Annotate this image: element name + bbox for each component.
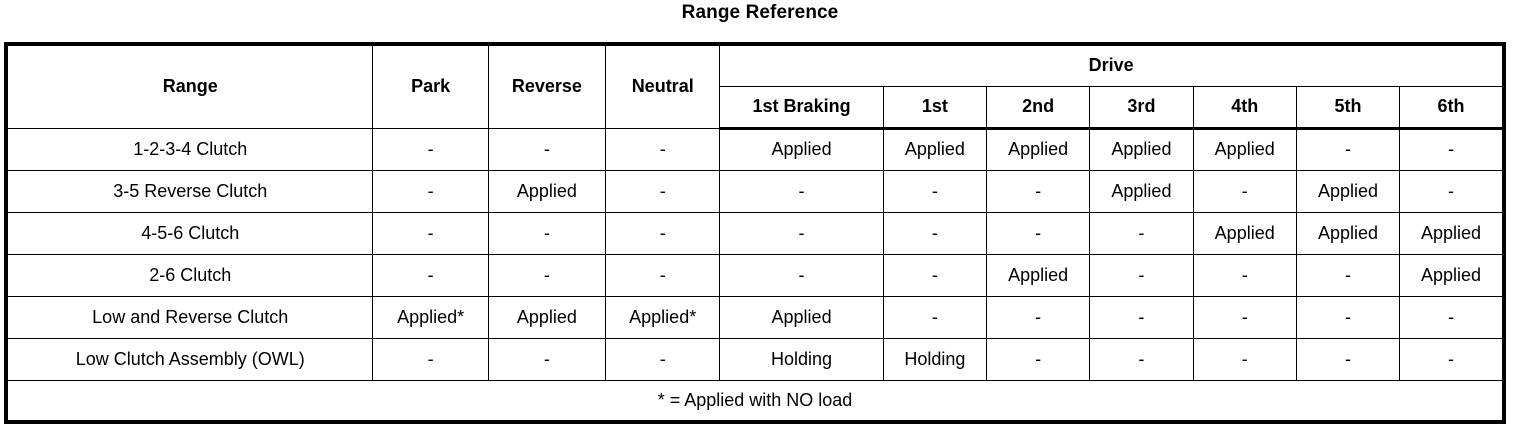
table-row: Low and Reverse Clutch Applied* Applied … — [5, 295, 1505, 339]
cell-neutral: - — [605, 253, 721, 297]
cell-1st-braking: - — [719, 211, 884, 255]
cell-park: - — [372, 169, 489, 213]
cell-park: - — [372, 253, 489, 297]
cell-4th: - — [1192, 169, 1297, 213]
cell-6th: - — [1399, 295, 1505, 339]
cell-4th: - — [1192, 337, 1297, 381]
cell-1st-braking: - — [719, 169, 884, 213]
column-group-header-drive: Drive — [719, 43, 1505, 87]
column-header-park: Park — [372, 43, 489, 129]
cell-5th: - — [1295, 127, 1401, 171]
cell-5th: - — [1295, 295, 1401, 339]
cell-neutral: - — [605, 127, 721, 171]
column-header-range: Range — [5, 43, 374, 129]
cell-3rd: Applied — [1089, 127, 1194, 171]
cell-park: - — [372, 211, 489, 255]
cell-neutral: Applied* — [605, 295, 721, 339]
cell-1st: - — [882, 295, 988, 339]
cell-3rd: - — [1089, 337, 1194, 381]
cell-5th: - — [1295, 337, 1401, 381]
cell-reverse: - — [487, 127, 607, 171]
cell-neutral: - — [605, 211, 721, 255]
column-header-5th: 5th — [1295, 85, 1401, 130]
cell-1st-braking: Applied — [719, 295, 884, 339]
cell-park: - — [372, 337, 489, 381]
footnote-text: * = Applied with NO load — [5, 379, 1505, 423]
table-row: 3-5 Reverse Clutch - Applied - - - - App… — [5, 169, 1505, 213]
cell-reverse: - — [487, 211, 607, 255]
cell-6th: - — [1399, 169, 1505, 213]
cell-1st: - — [882, 211, 988, 255]
column-header-reverse: Reverse — [487, 43, 607, 129]
column-header-6th: 6th — [1399, 85, 1505, 130]
column-header-2nd: 2nd — [986, 85, 1091, 130]
row-label: Low and Reverse Clutch — [5, 295, 374, 339]
header-row-drive-subcolumns: 1st Braking 1st 2nd 3rd 4th 5th 6th — [6, 85, 1505, 130]
column-header-neutral: Neutral — [605, 43, 721, 129]
cell-neutral: - — [605, 337, 721, 381]
cell-1st: - — [882, 253, 988, 297]
cell-neutral: - — [605, 169, 721, 213]
table-row: Low Clutch Assembly (OWL) - - - Holding … — [5, 337, 1505, 381]
cell-5th: Applied — [1295, 211, 1401, 255]
row-label: 3-5 Reverse Clutch — [5, 169, 374, 213]
cell-1st: Applied — [882, 127, 988, 171]
range-reference-table-container: Range Park Reverse Neutral Drive 1st Bra… — [4, 42, 1506, 424]
cell-3rd: - — [1089, 211, 1194, 255]
cell-5th: - — [1295, 253, 1401, 297]
cell-5th: Applied — [1295, 169, 1401, 213]
cell-6th: - — [1399, 127, 1505, 171]
cell-1st-braking: Applied — [719, 127, 884, 171]
cell-2nd: - — [986, 337, 1091, 381]
cell-4th: - — [1192, 295, 1297, 339]
cell-reverse: - — [487, 337, 607, 381]
cell-reverse: - — [487, 253, 607, 297]
column-header-1st: 1st — [882, 85, 988, 130]
cell-3rd: Applied — [1089, 169, 1194, 213]
cell-reverse: Applied — [487, 169, 607, 213]
cell-4th: Applied — [1192, 127, 1297, 171]
page-title: Range Reference — [681, 2, 839, 23]
cell-2nd: Applied — [986, 127, 1091, 171]
cell-6th: - — [1399, 337, 1505, 381]
cell-3rd: - — [1089, 295, 1194, 339]
cell-3rd: - — [1089, 253, 1194, 297]
row-label: 1-2-3-4 Clutch — [5, 127, 374, 171]
column-header-4th: 4th — [1192, 85, 1297, 130]
cell-6th: Applied — [1399, 253, 1505, 297]
range-reference-table: Range Park Reverse Neutral Drive 1st Bra… — [4, 42, 1506, 424]
cell-reverse: Applied — [487, 295, 607, 339]
table-footnote-row: * = Applied with NO load — [5, 379, 1505, 423]
cell-1st: - — [882, 169, 988, 213]
row-label: 4-5-6 Clutch — [5, 211, 374, 255]
table-body: 1-2-3-4 Clutch - - - Applied Applied App… — [5, 127, 1505, 423]
cell-2nd: - — [986, 211, 1091, 255]
row-label: 2-6 Clutch — [5, 253, 374, 297]
table-row: 2-6 Clutch - - - - - Applied - - - Appli… — [5, 253, 1505, 297]
cell-park: Applied* — [372, 295, 489, 339]
cell-2nd: - — [986, 295, 1091, 339]
cell-4th: Applied — [1192, 211, 1297, 255]
table-row: 4-5-6 Clutch - - - - - - - Applied Appli… — [5, 211, 1505, 255]
cell-1st: Holding — [882, 337, 988, 381]
cell-4th: - — [1192, 253, 1297, 297]
column-header-1st-braking: 1st Braking — [719, 85, 884, 130]
column-header-3rd: 3rd — [1089, 85, 1194, 130]
table-row: 1-2-3-4 Clutch - - - Applied Applied App… — [5, 127, 1505, 171]
cell-1st-braking: - — [719, 253, 884, 297]
cell-1st-braking: Holding — [719, 337, 884, 381]
cell-6th: Applied — [1399, 211, 1505, 255]
cell-2nd: - — [986, 169, 1091, 213]
cell-park: - — [372, 127, 489, 171]
cell-2nd: Applied — [986, 253, 1091, 297]
table-header: Range Park Reverse Neutral Drive 1st Bra… — [5, 43, 1505, 130]
row-label: Low Clutch Assembly (OWL) — [5, 337, 374, 381]
header-row-group: Range Park Reverse Neutral Drive — [5, 43, 1505, 129]
